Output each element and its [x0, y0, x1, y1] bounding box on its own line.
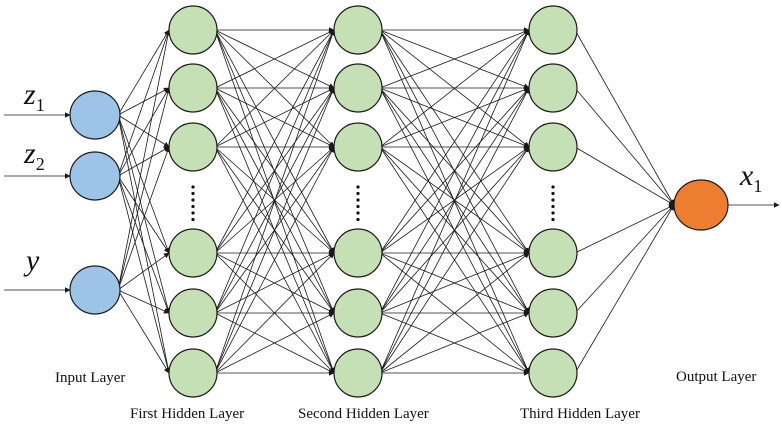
hidden3-ellipsis-dot-0	[551, 185, 555, 189]
connection-hidden3-2-to-output-0	[574, 146, 675, 206]
connection-input-2-to-hidden1-4	[117, 289, 170, 314]
connection-hidden1-5-to-hidden2-2	[214, 146, 335, 374]
hidden3-node-0	[528, 5, 578, 55]
connection-hidden1-5-to-hidden2-0	[214, 29, 335, 374]
connections	[4, 27, 780, 376]
hidden2-node-2	[333, 122, 383, 172]
input-label-z2: z2	[23, 137, 45, 174]
hidden1-ellipsis-dot-2	[191, 198, 195, 202]
connection-input-2-to-hidden1-1	[117, 87, 171, 291]
connection-hidden1-4-to-hidden2-3	[214, 252, 335, 314]
hidden2-node-5	[333, 348, 383, 398]
hidden3-node-1	[528, 63, 578, 113]
connection-hidden2-4-to-hidden3-0	[379, 29, 530, 314]
connection-hidden3-5-to-output-0	[574, 204, 675, 374]
hidden1-node-3	[168, 228, 218, 278]
hidden1-ellipsis-dot-4	[191, 211, 195, 215]
first-hidden-layer-label: First Hidden Layer	[130, 406, 244, 422]
hidden3-node-2	[528, 122, 578, 172]
input-node-1	[69, 151, 121, 201]
output-layer-label: Output Layer	[676, 369, 756, 385]
hidden1-ellipsis-dot-1	[191, 191, 195, 196]
hidden2-ellipsis-dot-5	[356, 217, 360, 222]
hidden1-ellipsis-dot-3	[191, 204, 195, 209]
connection-hidden1-2-to-hidden2-0	[214, 29, 335, 148]
connection-hidden3-1-to-output-0	[574, 87, 675, 206]
connection-input-1-to-hidden1-5	[117, 175, 171, 374]
connection-input-2-to-hidden1-5	[117, 289, 170, 374]
hidden1-node-2	[168, 122, 218, 172]
output-label-x1: x1	[739, 159, 762, 196]
connection-input-2-to-hidden1-3	[117, 252, 170, 291]
connection-hidden2-1-to-hidden3-0	[379, 29, 530, 89]
hidden3-node-5	[528, 348, 578, 398]
connection-hidden1-5-to-hidden2-4	[214, 312, 335, 374]
connection-hidden2-5-to-hidden3-2	[379, 146, 530, 374]
connection-hidden3-0-to-output-0	[574, 29, 675, 206]
hidden3-ellipsis-dot-5	[551, 217, 555, 222]
hidden3-ellipsis-dot-2	[551, 198, 555, 202]
hidden2-ellipsis-dot-0	[356, 185, 360, 189]
hidden3-ellipsis-dot-1	[551, 191, 555, 196]
ellipsis-dots	[191, 185, 555, 222]
hidden1-node-5	[168, 348, 218, 398]
second-hidden-layer-label: Second Hidden Layer	[298, 406, 429, 422]
connection-hidden2-4-to-hidden3-3	[379, 252, 530, 314]
connection-input-0-to-hidden1-0	[117, 29, 170, 116]
hidden2-ellipsis-dot-1	[356, 191, 360, 196]
hidden3-ellipsis-dot-3	[551, 204, 555, 209]
hidden2-ellipsis-dot-4	[356, 211, 360, 215]
connection-input-0-to-hidden1-3	[117, 114, 170, 254]
hidden3-node-4	[528, 288, 578, 338]
connection-input-2-to-hidden1-0	[117, 29, 171, 291]
connection-hidden1-2-to-hidden2-1	[214, 87, 335, 148]
input-label-y: y	[23, 244, 40, 277]
hidden3-node-3	[528, 228, 578, 278]
connection-hidden2-5-to-hidden3-1	[379, 87, 530, 374]
input-layer-label: Input Layer	[55, 370, 125, 386]
input-node-0	[69, 90, 121, 140]
third-hidden-layer-label: Third Hidden Layer	[520, 406, 640, 422]
hidden1-node-4	[168, 288, 218, 338]
connection-input-2-to-hidden1-2	[117, 146, 170, 291]
connection-input-1-to-hidden1-0	[117, 29, 170, 177]
connection-input-0-to-hidden1-2	[117, 114, 170, 148]
connection-input-0-to-hidden1-1	[117, 87, 170, 116]
hidden2-node-0	[333, 5, 383, 55]
connection-hidden2-5-to-hidden3-3	[379, 252, 530, 374]
hidden1-ellipsis-dot-0	[191, 185, 195, 189]
connection-hidden2-5-to-hidden3-0	[379, 29, 530, 374]
hidden3-ellipsis-dot-4	[551, 211, 555, 215]
connection-input-1-to-hidden1-4	[117, 175, 170, 314]
hidden2-ellipsis-dot-3	[356, 204, 360, 209]
connection-hidden2-3-to-hidden3-0	[379, 29, 530, 254]
connection-hidden1-3-to-hidden2-0	[214, 29, 335, 254]
connection-hidden2-3-to-hidden3-1	[379, 87, 530, 254]
hidden1-node-0	[168, 5, 218, 55]
connection-hidden3-3-to-output-0	[574, 204, 675, 254]
hidden1-node-1	[168, 63, 218, 113]
connection-input-1-to-hidden1-1	[117, 87, 170, 177]
output-node-0	[673, 179, 729, 231]
connection-hidden1-5-to-hidden2-3	[214, 252, 335, 374]
hidden2-ellipsis-dot-2	[356, 198, 360, 202]
connection-hidden3-4-to-output-0	[574, 204, 675, 314]
input-label-z1: z1	[23, 78, 45, 115]
connection-hidden2-5-to-hidden3-4	[379, 312, 530, 374]
connection-hidden1-5-to-hidden2-1	[214, 87, 335, 374]
connection-hidden1-4-to-hidden2-0	[214, 29, 335, 314]
input-node-2	[69, 265, 121, 315]
neurons	[69, 5, 729, 398]
connection-hidden2-2-to-hidden3-1	[379, 87, 530, 148]
hidden2-node-4	[333, 288, 383, 338]
connection-input-1-to-hidden1-3	[117, 175, 170, 254]
hidden1-ellipsis-dot-5	[191, 217, 195, 222]
hidden2-node-3	[333, 228, 383, 278]
connection-hidden1-1-to-hidden2-0	[214, 29, 335, 89]
hidden2-node-1	[333, 63, 383, 113]
connection-hidden2-2-to-hidden3-0	[379, 29, 530, 148]
